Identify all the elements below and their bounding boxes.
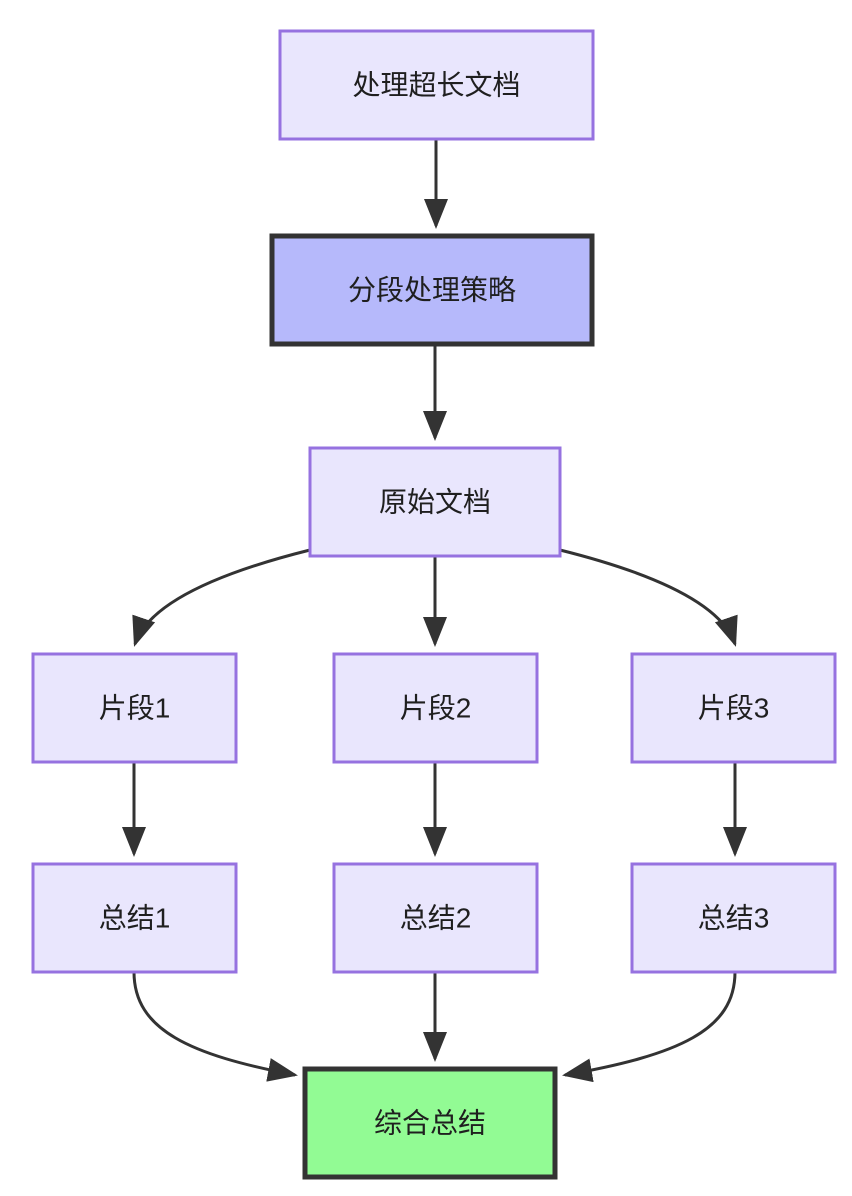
node-box[interactable]	[302, 1066, 558, 1180]
edge-summary1-to-final	[132, 971, 298, 1082]
node-label: 总结3	[698, 902, 770, 933]
node-label: 片段1	[99, 692, 171, 723]
node-label: 原始文档	[379, 486, 491, 517]
node-summary-1[interactable]: 总结1	[31, 862, 238, 974]
node-process-long-document[interactable]: 处理超长文档	[278, 29, 595, 141]
node-box[interactable]	[269, 233, 595, 347]
node-box[interactable]	[31, 652, 238, 764]
node-box[interactable]	[630, 862, 837, 974]
node-label: 片段2	[400, 692, 472, 723]
node-fragment-1[interactable]: 片段1	[31, 652, 238, 764]
node-summary-2[interactable]: 总结2	[332, 862, 539, 974]
node-label: 处理超长文档	[352, 69, 520, 100]
node-label: 综合总结	[374, 1107, 486, 1138]
node-label: 总结2	[400, 902, 472, 933]
edge-summary3-to-final	[562, 971, 737, 1083]
edge-source-to-fragment1	[132, 548, 311, 647]
edge-layer	[122, 139, 747, 1083]
node-box[interactable]	[278, 29, 595, 141]
node-box[interactable]	[31, 862, 238, 974]
node-box[interactable]	[332, 652, 539, 764]
node-label: 片段3	[698, 692, 770, 723]
node-summary-3[interactable]: 总结3	[630, 862, 837, 974]
node-label: 总结1	[99, 902, 171, 933]
node-fragment-3[interactable]: 片段3	[630, 652, 837, 764]
node-label: 分段处理策略	[348, 274, 516, 305]
node-box[interactable]	[308, 446, 562, 558]
node-fragment-2[interactable]: 片段2	[332, 652, 539, 764]
node-layer: 处理超长文档 分段处理策略 原始文档 片段1 片段2 片段3	[31, 29, 837, 1180]
node-final-summary[interactable]: 综合总结	[302, 1066, 558, 1180]
node-box[interactable]	[630, 652, 837, 764]
node-box[interactable]	[332, 862, 539, 974]
edge-source-to-fragment3	[559, 548, 738, 647]
node-source-document[interactable]: 原始文档	[308, 446, 562, 558]
node-chunking-strategy[interactable]: 分段处理策略	[269, 233, 595, 347]
